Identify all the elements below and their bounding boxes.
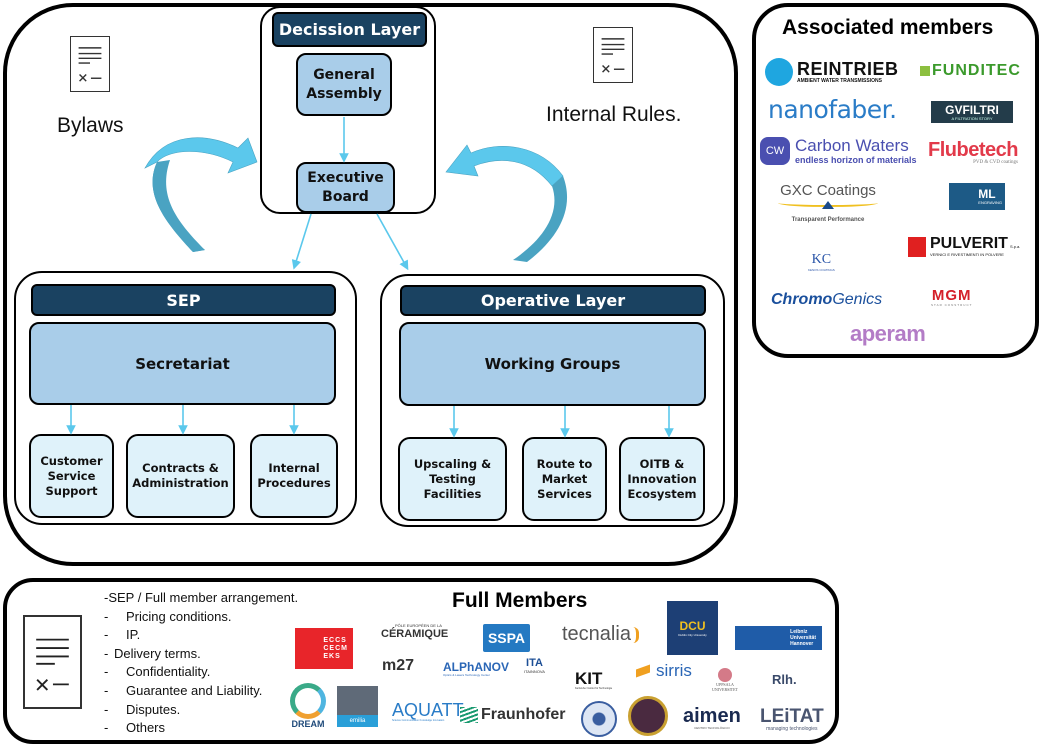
term-item: -Delivery terms. [104,645,201,661]
squares-icon [920,66,930,76]
fraunhofer-mark-icon [460,707,478,723]
logo-chromogenics: Chromo Genics [771,291,883,308]
logo-eccs: ECCS CECM EKS [295,628,353,669]
logo-flubetech: Flubetech PVD & CVD coatings [928,139,1018,165]
logo-aperam: aperam [850,321,926,346]
oitb-innovation-ecosystem-node[interactable]: OITB & Innovation Ecosystem [619,437,705,521]
route-to-market-services-node[interactable]: Route to Market Services [522,437,607,521]
internal-rules-document-icon [593,27,633,83]
logo-uppsala: UPPSALA UNIVERSITET [712,668,738,692]
term-item: -Confidentiality. [104,664,211,680]
logo-aimen: aimen CENTRO TECNOLÓGICO [683,705,741,730]
customer-service-support-node[interactable]: Customer Service Support [29,434,114,518]
gear-icon [765,58,793,86]
cw-hexagon-icon: CW [760,137,790,165]
logo-aquatt: AQUATT Science Communication Knowledge I… [392,700,464,722]
logo-carbon-waters: CW Carbon Waters endless horizon of mate… [760,137,917,165]
term-item: -Guarantee and Liability. [104,682,263,698]
logo-mgm-star-construct: MGM STAR CONSTRUCT [931,287,973,307]
albanian-university-seal-icon [628,696,668,736]
logo-pulverit: PULVERIT S.p.a. VERNICI E RIVESTIMENTI I… [908,236,1020,257]
associated-members-frame [752,3,1039,358]
uppsala-seal-icon [718,668,732,682]
logo-gxc-coatings: GXC Coatings Transparent Performance [772,182,884,223]
term-item: -Disputes. [104,701,181,717]
operative-layer-header: Operative Layer [400,285,706,316]
internal-rules-label: Internal Rules. [546,103,682,126]
logo-leibniz-hannover: Leibniz Universität Hannover [735,626,822,650]
logo-pole-ceramique: PÔLE EUROPÉEN DE LA CÉRAMIQUE [381,623,449,640]
executive-board-node[interactable]: Executive Board [296,162,395,213]
logo-emilia: emilia [337,686,378,727]
logo-sspa: SSPA [483,624,530,652]
internal-procedures-node[interactable]: Internal Procedures [250,434,338,518]
logo-gvfiltri: GVFILTRI A FILTRATION STORY [931,101,1013,123]
bylaws-document-icon [70,36,110,92]
university-seal-icon [581,701,617,737]
decision-layer-header: Decission Layer [272,12,427,47]
working-groups-node[interactable]: Working Groups [399,322,706,406]
term-item: -Others [104,720,166,736]
bylaws-label: Bylaws [57,114,124,137]
triangle-icon [822,201,834,209]
logo-nanofaber: nanofaber. [768,95,897,124]
term-item: -IP. [104,627,141,643]
logo-dream: DREAM [290,683,326,729]
associated-members-title: Associated members [782,16,994,39]
sep-layer-header: SEP [31,284,336,316]
logo-kit: KIT Karlsruher Institut für Technologie [575,669,613,690]
logo-sirris: sirris [636,661,692,681]
logo-kenos-coatings: KC KENOS COATINGS [808,252,835,272]
tecnalia-swoosh-icon [633,626,639,643]
secretariat-node[interactable]: Secretariat [29,322,336,405]
p-square-icon [908,236,926,257]
logo-funditec: FUNDITEC [920,62,1021,80]
arrangement-terms-list: -SEP / Full member arrangement. -Pricing… [104,589,298,738]
upscaling-testing-facilities-node[interactable]: Upscaling & Testing Facilities [398,437,507,521]
general-assembly-node[interactable]: General Assembly [296,53,392,116]
logo-fraunhofer: Fraunhofer [460,706,565,724]
logo-itainnova: ITA ITAINNOVA [524,657,545,674]
full-members-title: Full Members [452,589,588,612]
sirris-mark-icon [636,664,650,678]
logo-rlh: Rlh. [772,672,797,687]
logo-reintrieb: REINTRIEB AMBIENT WATER TRANSMISSIONS [765,58,899,86]
logo-alphanov: ALPhANOV Optics & Lasers Technology Cent… [443,660,509,677]
logo-ml-engraving: ML ENGRAVING [949,183,1005,210]
dream-swirl-icon [290,683,326,719]
logo-m27: m27 [382,657,415,674]
logo-leitat: LEiTAT managing technologies [760,706,824,732]
logo-dcu: DCU Dublin City University [667,601,718,655]
contracts-administration-node[interactable]: Contracts & Administration [126,434,235,518]
terms-heading: -SEP / Full member arrangement. [104,590,299,605]
logo-tecnalia: tecnalia [562,623,639,646]
logo-albanian-university [628,696,668,736]
arrangement-document-icon [23,615,82,709]
term-item: -Pricing conditions. [104,608,232,624]
logo-university-seal [581,701,617,737]
